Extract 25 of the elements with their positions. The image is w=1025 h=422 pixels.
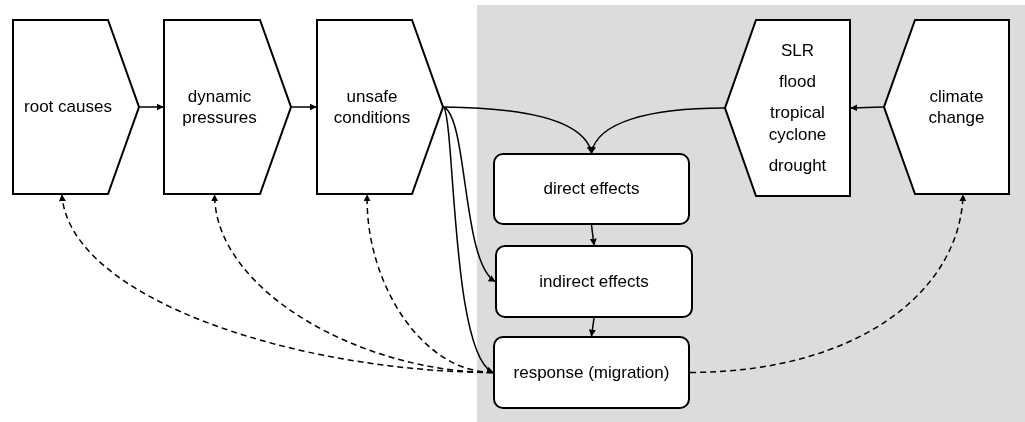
node-label: climate change bbox=[927, 85, 986, 129]
node-label: unsafe conditions bbox=[332, 85, 412, 129]
node-label: direct effects bbox=[543, 178, 640, 200]
arrow bbox=[443, 106, 496, 283]
arrow bbox=[689, 194, 966, 374]
arrow bbox=[443, 106, 494, 374]
rounded-box bbox=[495, 245, 693, 318]
arrow bbox=[291, 103, 317, 111]
node-label: flood bbox=[779, 71, 816, 93]
node-label: drought bbox=[768, 154, 827, 177]
arrow bbox=[443, 106, 593, 154]
node-label: root causes bbox=[24, 96, 112, 118]
node-label: response (migration) bbox=[513, 361, 670, 384]
arrow bbox=[590, 107, 725, 154]
node-label: SLR bbox=[780, 39, 815, 62]
rounded-box bbox=[493, 336, 690, 409]
arrow bbox=[588, 317, 596, 337]
arrow bbox=[363, 194, 494, 374]
node-label: indirect effects bbox=[539, 270, 649, 293]
arrow bbox=[589, 224, 597, 246]
arrow bbox=[850, 104, 884, 112]
arrow bbox=[139, 103, 164, 111]
node-label: dynamic pressures bbox=[181, 85, 258, 129]
rounded-box bbox=[493, 153, 690, 225]
node-label: tropical cyclone bbox=[767, 102, 828, 145]
